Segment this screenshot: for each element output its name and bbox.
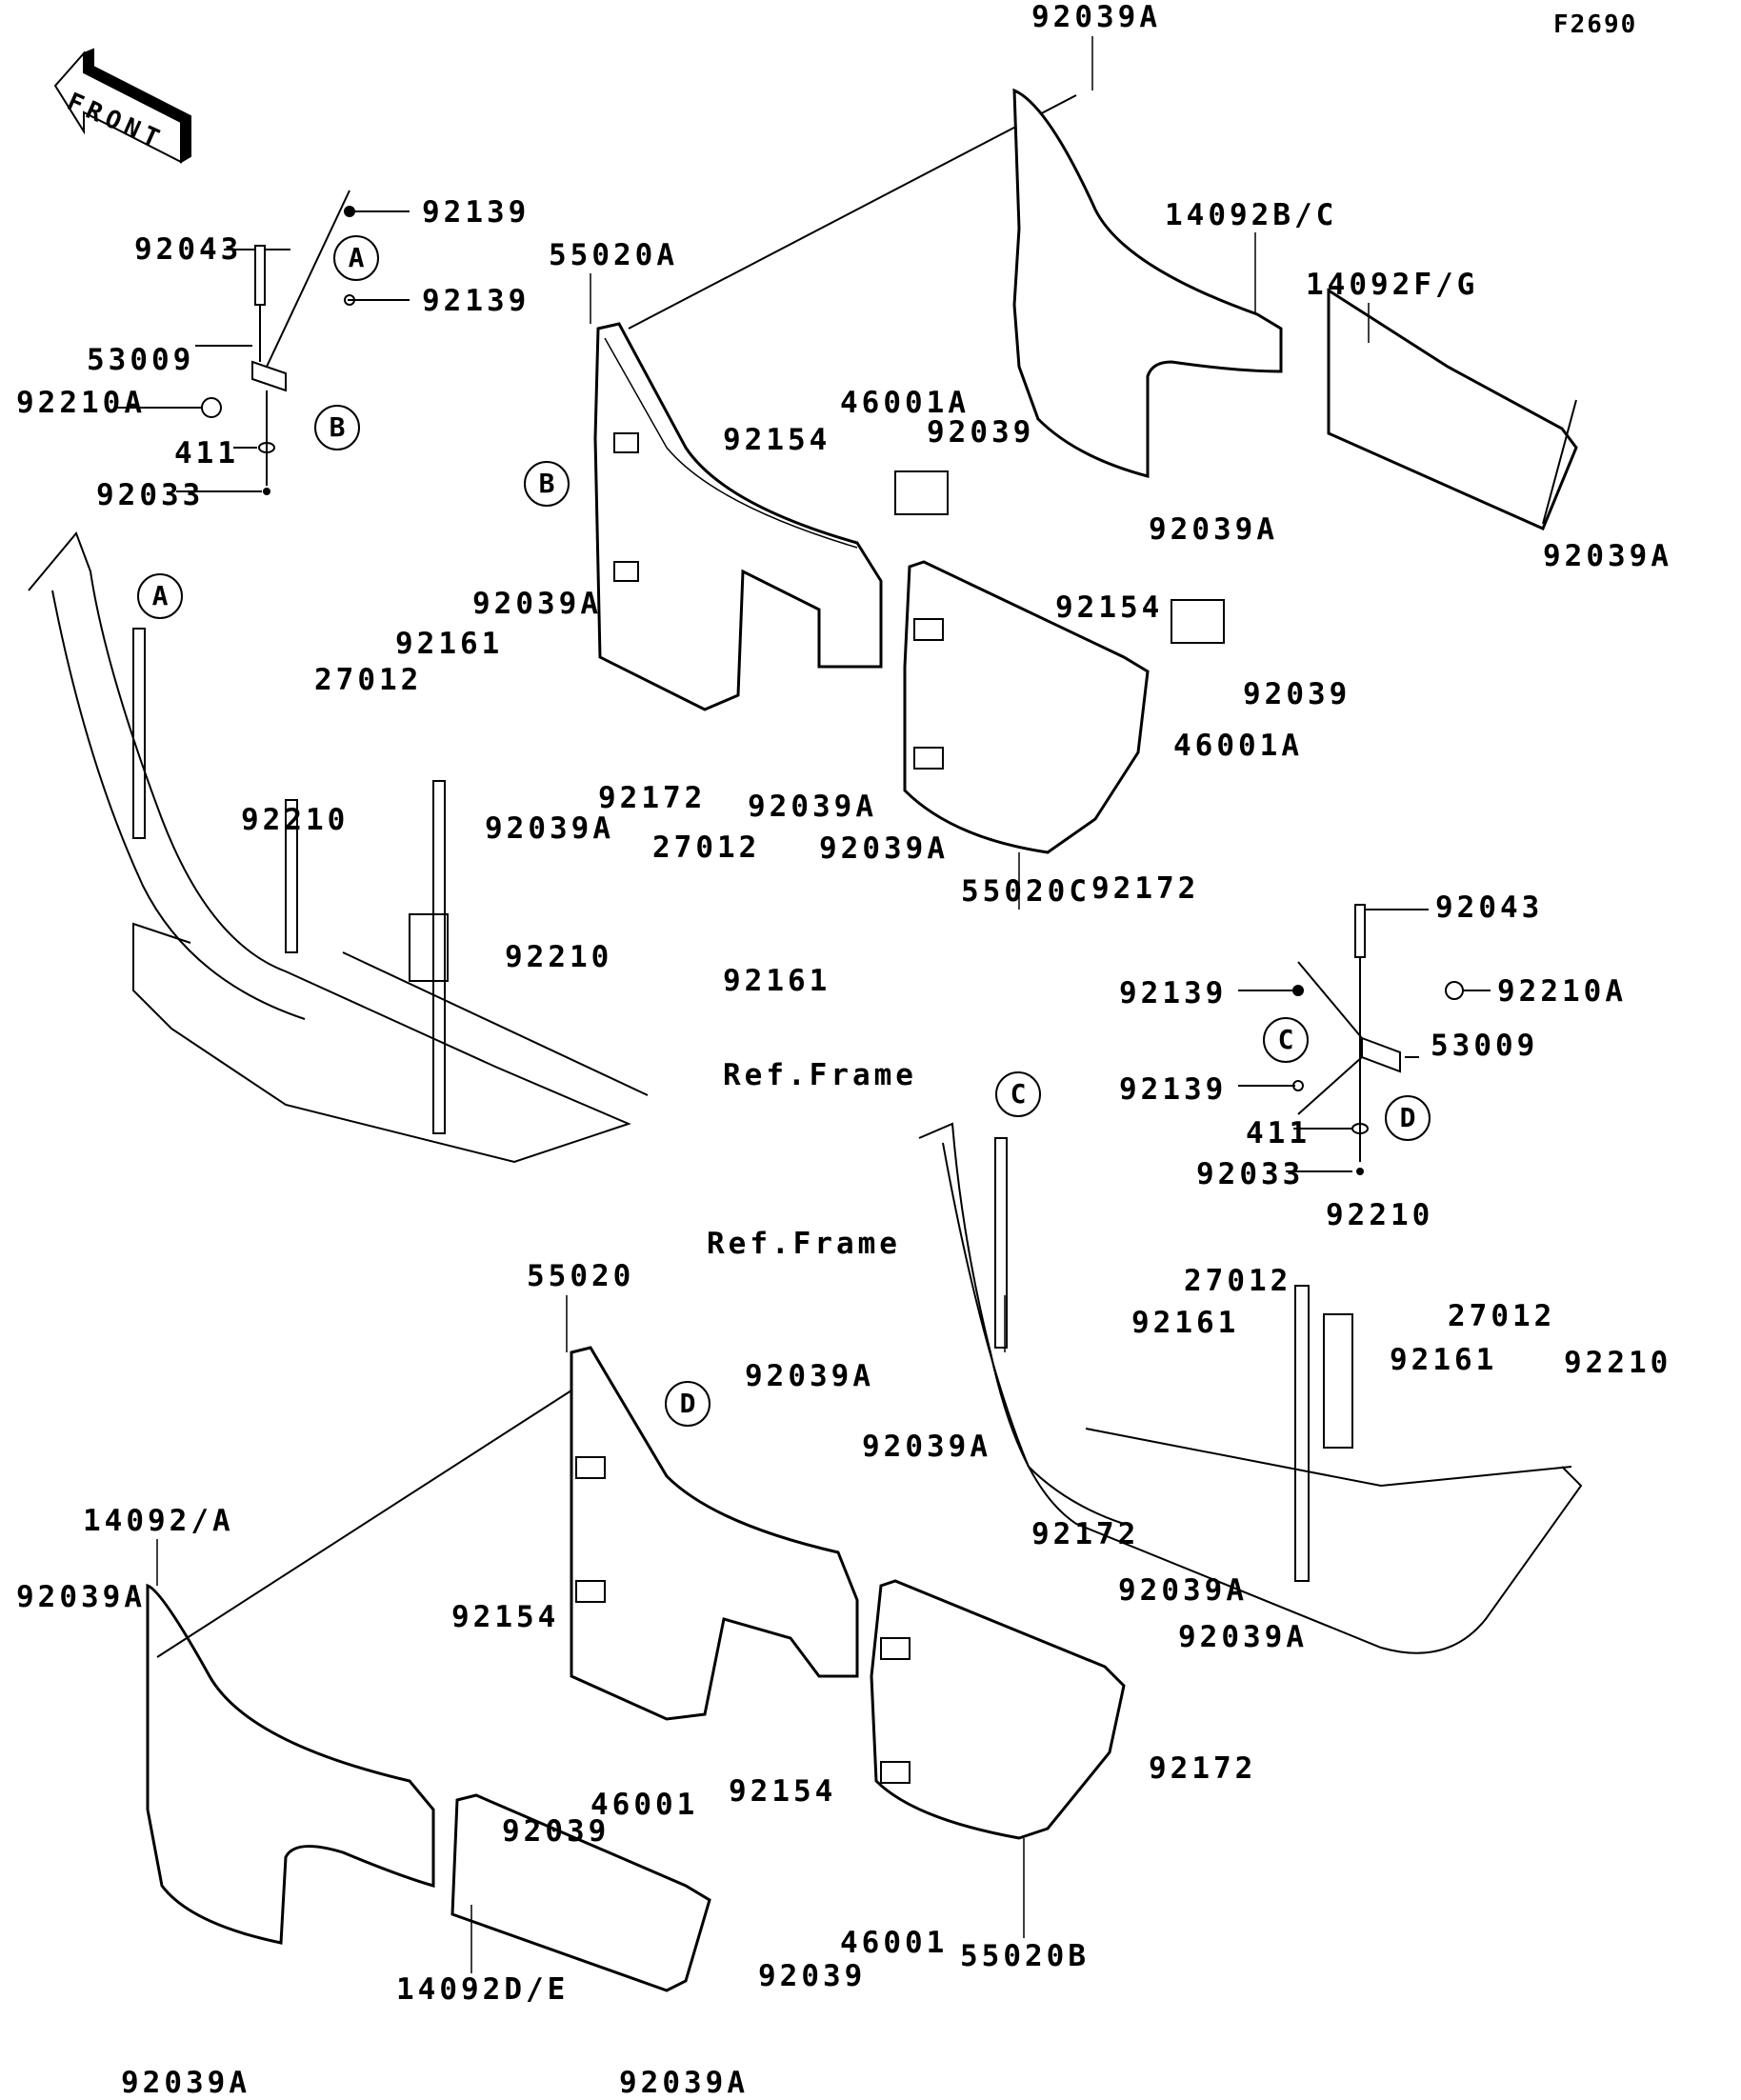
part-label: 14092/A bbox=[83, 1504, 234, 1538]
cover-14092DE bbox=[450, 1793, 711, 1992]
part-label: 92039A bbox=[1149, 512, 1278, 547]
part-label: 14092B/C bbox=[1165, 198, 1338, 232]
part-label: 27012 bbox=[1184, 1264, 1292, 1298]
part-label: 14092D/E bbox=[396, 1972, 570, 2007]
part-label: 92161 bbox=[723, 964, 831, 998]
part-label: 92139 bbox=[422, 195, 530, 230]
part-label: 411 bbox=[174, 436, 239, 470]
part-label: 92172 bbox=[1091, 871, 1200, 906]
part-label: 92161 bbox=[395, 627, 504, 661]
part-label: 92043 bbox=[134, 232, 243, 267]
part-label: 92161 bbox=[1390, 1343, 1498, 1377]
part-label: 92154 bbox=[451, 1600, 560, 1634]
part-label: 92139 bbox=[1119, 1072, 1228, 1107]
frame-upper-left bbox=[28, 531, 649, 1164]
part-label: 92039 bbox=[758, 1959, 867, 1993]
part-label: 92210 bbox=[1564, 1346, 1672, 1380]
part-label: 92039A bbox=[745, 1359, 874, 1393]
part-label: 46001 bbox=[590, 1788, 699, 1822]
part-label: 92210A bbox=[16, 386, 146, 420]
door-panel-55020C bbox=[903, 560, 1150, 854]
part-label: 92043 bbox=[1435, 890, 1544, 925]
callout-b: B bbox=[524, 461, 570, 507]
part-label: 92039A bbox=[819, 831, 949, 866]
part-label: 92139 bbox=[1119, 976, 1228, 1010]
part-label: 92033 bbox=[96, 478, 205, 512]
callout-c: C bbox=[995, 1071, 1041, 1117]
part-label: 27012 bbox=[314, 663, 423, 697]
part-label: 53009 bbox=[87, 343, 195, 377]
part-label: 92210 bbox=[1326, 1198, 1434, 1232]
callout-b: B bbox=[314, 405, 360, 450]
door-panel-55020A bbox=[593, 94, 1077, 711]
cover-14092FG bbox=[1327, 288, 1578, 530]
part-label: 46001A bbox=[1173, 729, 1303, 763]
part-label: 92039A bbox=[472, 587, 602, 621]
part-label: 92039A bbox=[862, 1430, 991, 1464]
figure-code: F2690 bbox=[1553, 10, 1638, 39]
part-label: 27012 bbox=[1448, 1299, 1556, 1333]
callout-a: A bbox=[137, 573, 183, 619]
part-label: 92139 bbox=[422, 284, 530, 318]
hinge-assembly-mid-right bbox=[1238, 904, 1491, 1175]
part-label: 55020C bbox=[961, 874, 1091, 909]
part-label: 92161 bbox=[1131, 1306, 1240, 1340]
part-label: 92039A bbox=[619, 2066, 749, 2100]
part-label: 27012 bbox=[652, 830, 761, 865]
part-label: 92210A bbox=[1497, 974, 1627, 1009]
frame-lower-right bbox=[918, 1122, 1583, 1654]
part-label: 46001A bbox=[840, 386, 970, 420]
hinge-assembly-upper-left bbox=[114, 190, 410, 495]
callout-d: D bbox=[665, 1381, 710, 1427]
part-label: 411 bbox=[1246, 1116, 1311, 1150]
part-label: 92154 bbox=[723, 423, 831, 457]
part-label: 92039A bbox=[748, 790, 877, 824]
part-label: 92154 bbox=[729, 1774, 837, 1809]
part-label: 92039A bbox=[1543, 539, 1672, 573]
part-label: 92039 bbox=[1243, 677, 1351, 711]
part-label: 92039 bbox=[502, 1814, 610, 1849]
cover-14092BC bbox=[1012, 88, 1283, 478]
front-arrow-icon bbox=[53, 48, 191, 164]
cover-14092A bbox=[146, 1390, 572, 1945]
callout-c: C bbox=[1263, 1017, 1309, 1063]
part-label: 92039A bbox=[121, 2066, 250, 2100]
part-label: 92039A bbox=[16, 1580, 146, 1614]
part-label: 92039 bbox=[927, 415, 1035, 450]
ref-frame-label: Ref.Frame bbox=[707, 1227, 901, 1261]
leader-lines bbox=[156, 36, 1370, 1973]
part-label: 92210 bbox=[241, 803, 350, 837]
part-label: 55020B bbox=[960, 1939, 1090, 1973]
part-label: 92039A bbox=[1118, 1573, 1248, 1608]
part-label: 92172 bbox=[598, 781, 707, 815]
part-label: 92154 bbox=[1055, 590, 1164, 625]
part-label: 55020 bbox=[527, 1259, 635, 1293]
part-label: 14092F/G bbox=[1306, 268, 1479, 302]
hinge-46001A bbox=[894, 470, 1225, 644]
part-label: 92172 bbox=[1149, 1751, 1257, 1786]
door-panel-55020B bbox=[870, 1579, 1126, 1840]
part-label: 92039A bbox=[1178, 1620, 1308, 1654]
door-panel-55020 bbox=[570, 1346, 859, 1721]
part-label: 92033 bbox=[1196, 1157, 1305, 1191]
part-label: 53009 bbox=[1431, 1029, 1539, 1063]
part-label: 92039A bbox=[485, 811, 614, 846]
part-label: 92172 bbox=[1031, 1517, 1140, 1551]
part-label: 46001 bbox=[840, 1926, 949, 1960]
callout-d: D bbox=[1385, 1095, 1431, 1141]
callout-a: A bbox=[333, 235, 379, 281]
ref-frame-label: Ref.Frame bbox=[723, 1058, 917, 1092]
part-label: 92039A bbox=[1031, 0, 1161, 34]
part-label: 92210 bbox=[505, 940, 613, 974]
part-label: 55020A bbox=[549, 238, 678, 272]
